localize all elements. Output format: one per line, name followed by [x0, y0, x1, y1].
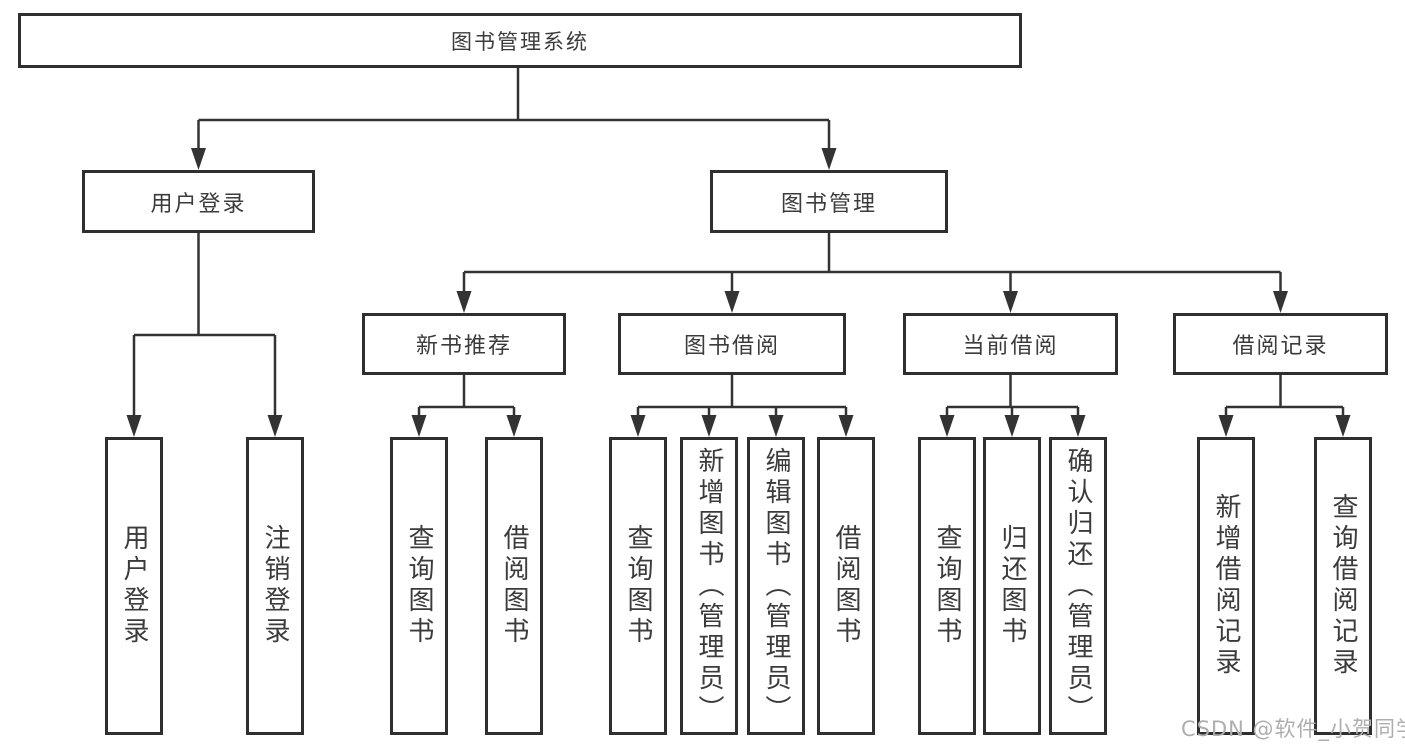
leaf-query-books-borrowing: 查询图书	[609, 437, 667, 735]
csdn-watermark: CSDN @软件_小贺同学	[1181, 717, 1405, 741]
leaf-add-books-admin: 新增图书（管理员）	[680, 437, 738, 735]
leaf-query-books-current: 查询图书	[918, 437, 976, 735]
leaf-edit-books-admin: 编辑图书（管理员）	[747, 437, 805, 735]
node-book-borrowing: 图书借阅	[618, 313, 846, 375]
leaf-query-books-recommend: 查询图书	[390, 437, 448, 735]
node-book-management: 图书管理	[710, 170, 948, 233]
leaf-borrow-books-recommend: 借阅图书	[485, 437, 543, 735]
leaf-user-login: 用户登录	[105, 437, 163, 735]
node-borrowing-records: 借阅记录	[1173, 313, 1388, 375]
leaf-return-books: 归还图书	[983, 437, 1041, 735]
leaf-confirm-return-admin: 确认归还（管理员）	[1049, 437, 1107, 735]
node-current-borrowing: 当前借阅	[903, 313, 1118, 375]
leaf-query-borrow-record: 查询借阅记录	[1314, 437, 1372, 735]
node-user-login: 用户登录	[82, 170, 315, 233]
leaf-borrow-books: 借阅图书	[817, 437, 875, 735]
node-new-book-recommend: 新书推荐	[362, 313, 566, 375]
node-root-book-management-system: 图书管理系统	[18, 13, 1022, 68]
leaf-logout: 注销登录	[246, 437, 304, 735]
leaf-add-borrow-record: 新增借阅记录	[1197, 437, 1255, 735]
arrowheads	[126, 148, 1351, 437]
